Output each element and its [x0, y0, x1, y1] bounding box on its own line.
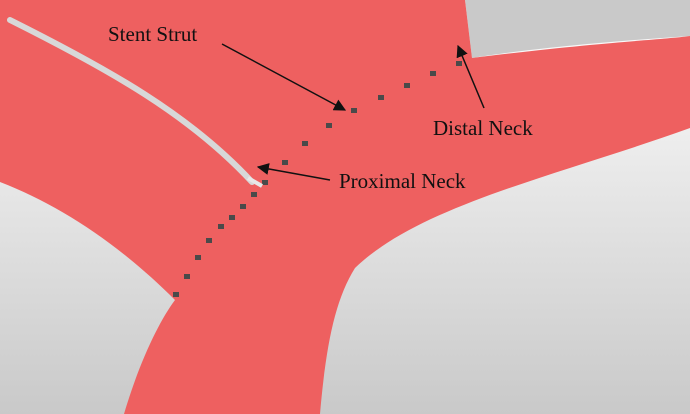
stent-strut-arrow [221, 43, 347, 111]
distal-neck-label: Distal Neck [433, 116, 533, 140]
stent-strut-label: Stent Strut [108, 22, 197, 46]
strut-dot [240, 204, 246, 209]
strut-dot [195, 255, 201, 260]
proximal-neck-arrow [256, 163, 331, 181]
background-top-right [465, 0, 690, 58]
strut-dot [456, 61, 462, 66]
strut-dot [251, 192, 257, 197]
strut-dot [302, 141, 308, 146]
strut-dot [282, 160, 288, 165]
strut-dot [404, 83, 410, 88]
proximal-neck-line [7, 17, 255, 185]
strut-dot [184, 274, 190, 279]
strut-dot [206, 238, 212, 243]
stent-strut-dots [173, 61, 462, 297]
strut-dot [430, 71, 436, 76]
proximal-neck-highlight [247, 176, 263, 188]
strut-dot [326, 123, 332, 128]
distal-neck-arrow [456, 44, 485, 109]
strut-dot [173, 292, 179, 297]
strut-dot [229, 215, 235, 220]
proximal-neck-label: Proximal Neck [339, 169, 466, 193]
strut-dot [378, 95, 384, 100]
strut-dot [351, 108, 357, 113]
strut-dot [218, 224, 224, 229]
strut-dot [262, 180, 268, 185]
